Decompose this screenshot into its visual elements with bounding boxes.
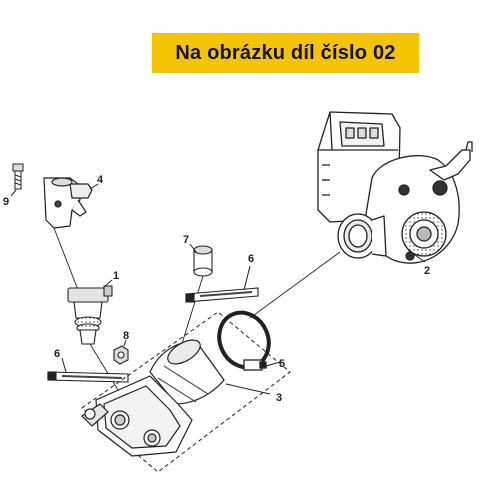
leader-1 xyxy=(103,279,113,288)
callout-4: 4 xyxy=(97,174,104,186)
assembly-line xyxy=(249,251,341,319)
callout-2: 2 xyxy=(424,265,430,277)
banner-text: Na obrázku díl číslo 02 xyxy=(175,41,396,64)
callout-6-lower: 6 xyxy=(54,348,60,360)
part-banner: Na obrázku díl číslo 02 xyxy=(152,33,419,73)
leader-9 xyxy=(10,189,17,197)
callout-7: 7 xyxy=(183,234,189,246)
cable-tie-upper xyxy=(185,287,259,303)
vacuum-cap xyxy=(193,245,213,277)
callout-6-upper: 6 xyxy=(248,253,254,265)
callout-1: 1 xyxy=(113,270,119,282)
leader-6a xyxy=(243,265,251,291)
throttle-body xyxy=(317,111,473,264)
leader-5 xyxy=(265,361,281,367)
guide-line-injector xyxy=(53,227,79,291)
bolt xyxy=(12,163,24,190)
leader-4 xyxy=(89,183,99,190)
nut xyxy=(113,345,129,365)
leader-3 xyxy=(225,383,271,395)
cable-tie-lower xyxy=(47,371,129,383)
leader-6b xyxy=(61,357,67,373)
leader-2 xyxy=(407,249,426,263)
guide-line-vacuum xyxy=(179,275,204,351)
fuel-injector xyxy=(67,285,113,345)
leader-8 xyxy=(123,339,127,347)
callout-5: 5 xyxy=(279,358,285,370)
callout-9: 9 xyxy=(3,196,9,208)
leader-7 xyxy=(189,243,197,253)
callout-3: 3 xyxy=(276,392,282,404)
hose-clamp xyxy=(217,310,271,371)
intake-manifold xyxy=(81,339,225,457)
callout-8: 8 xyxy=(123,330,129,342)
injector-cap xyxy=(43,177,93,229)
guide-line-manifold xyxy=(89,343,119,391)
